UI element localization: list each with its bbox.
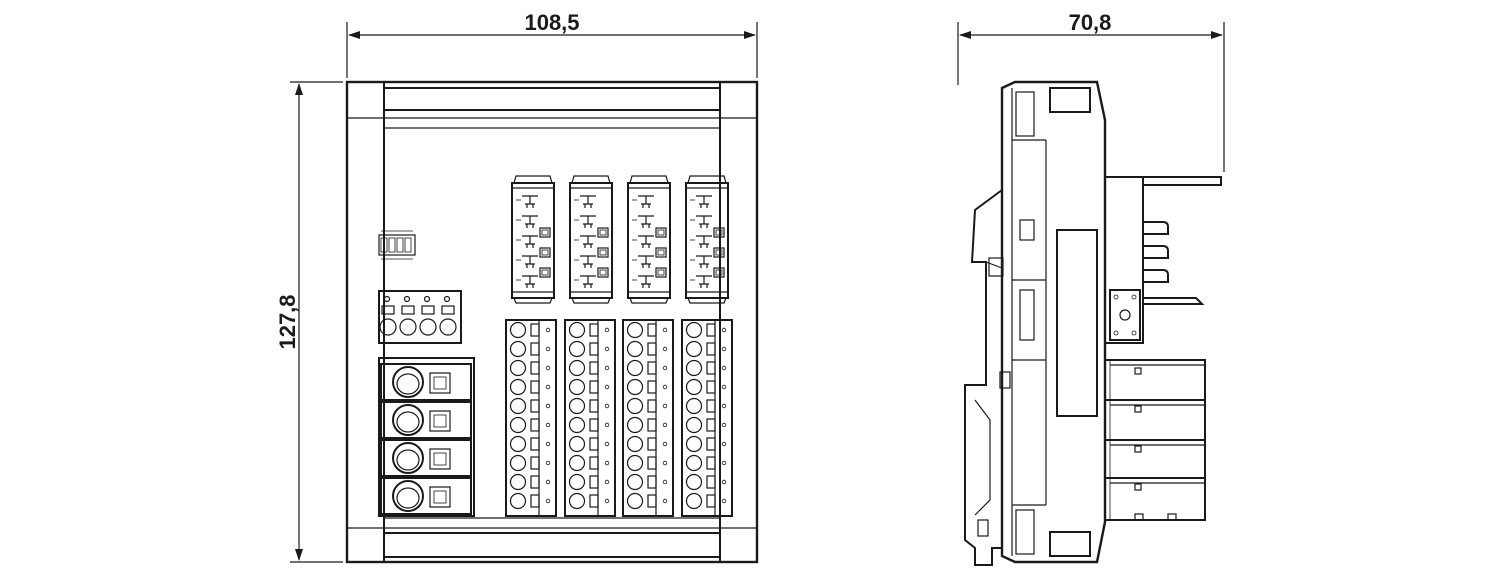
dimension-width: 108,5 — [346, 10, 758, 78]
terminal-strip — [564, 319, 616, 517]
terminal-strips — [505, 319, 733, 517]
side-view — [964, 80, 1222, 566]
relay-module — [511, 175, 555, 304]
dimension-height-label: 127,8 — [275, 294, 300, 349]
relay-modules — [511, 175, 729, 304]
main-terminals — [378, 357, 475, 517]
dimension-depth-label: 70,8 — [1069, 10, 1112, 35]
terminal-strip — [622, 319, 674, 517]
dip-switch — [378, 230, 416, 260]
terminal-strip — [505, 319, 557, 517]
relay-module — [569, 175, 613, 304]
dimension-height: 127,8 — [275, 81, 343, 563]
dimension-depth: 70,8 — [957, 10, 1225, 172]
power-terminal — [378, 290, 462, 344]
relay-module — [627, 175, 671, 304]
terminal-strip — [681, 319, 733, 517]
relay-module — [685, 175, 729, 304]
dimension-width-label: 108,5 — [524, 10, 579, 35]
front-view — [345, 80, 759, 564]
